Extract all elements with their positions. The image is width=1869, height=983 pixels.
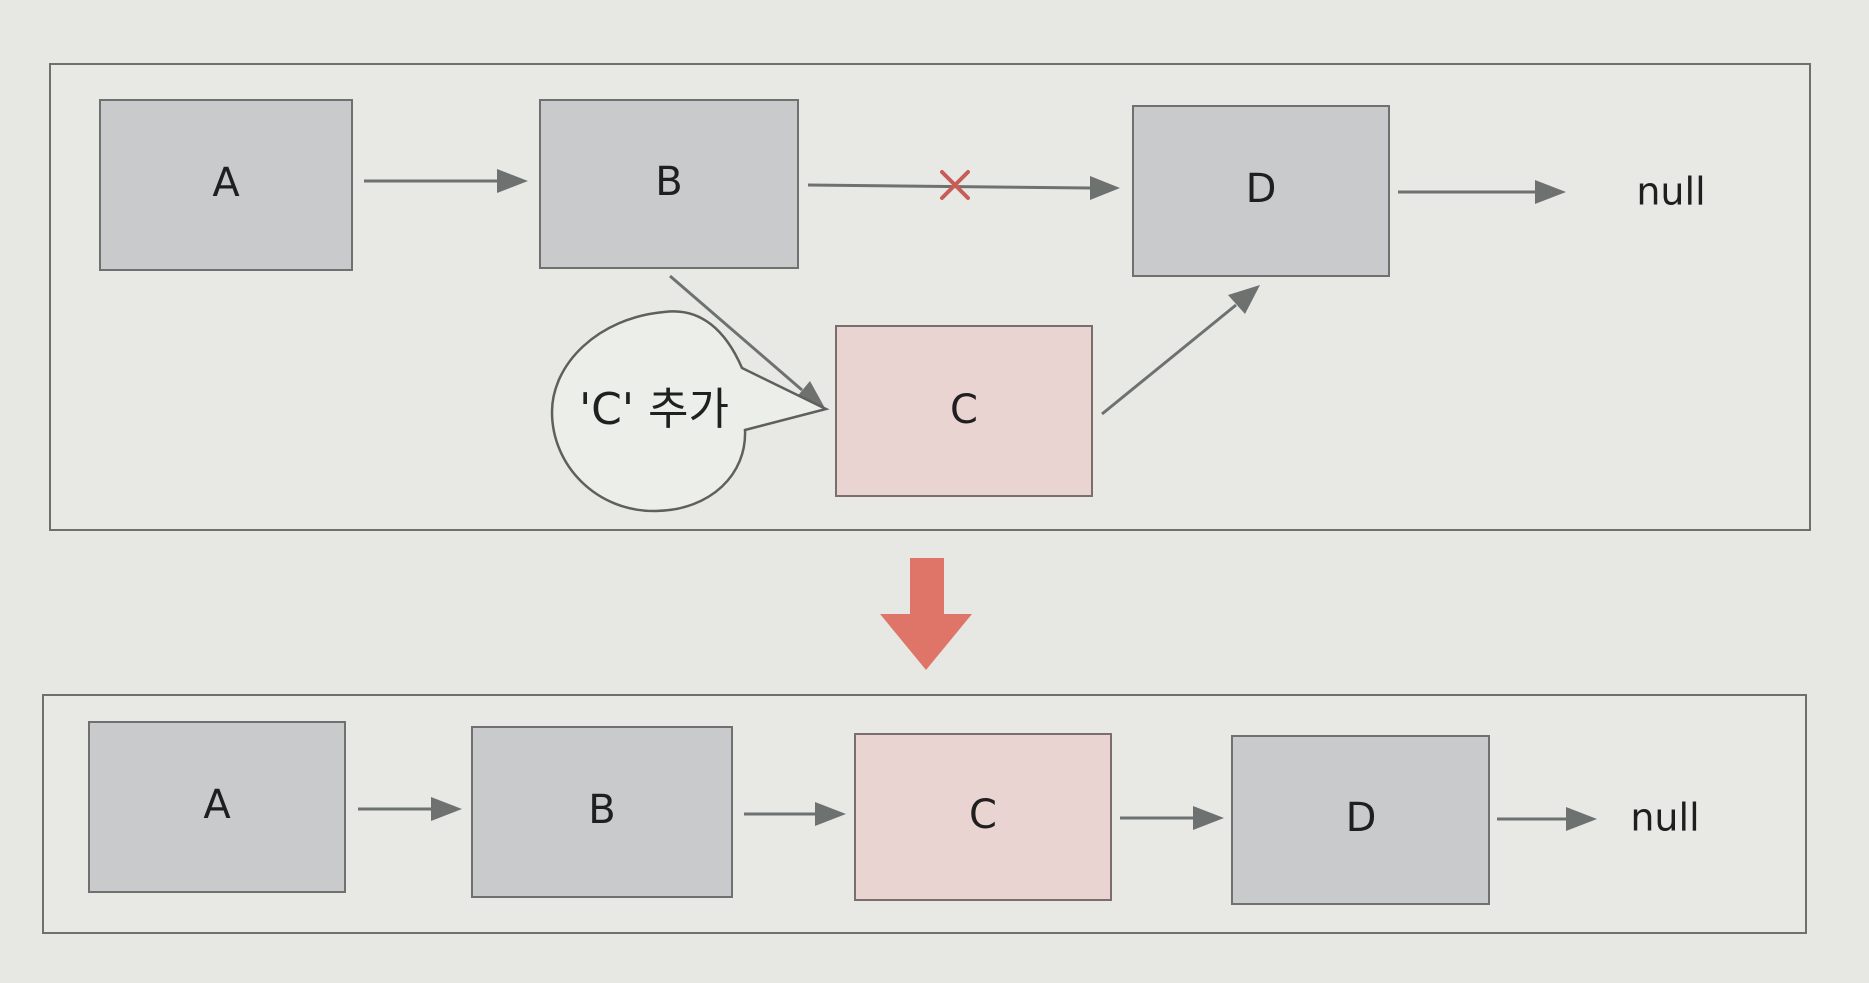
top-node-b-box <box>539 99 799 269</box>
callout-label: 'C' 추가 <box>579 384 729 435</box>
bottom-arrow-b-to-c-head <box>815 802 846 826</box>
bottom-panel: A B C D null <box>42 694 1807 934</box>
top-arrow-c-to-d <box>1101 285 1260 416</box>
top-node-d-box <box>1132 105 1390 277</box>
top-node-b: B <box>539 99 799 269</box>
top-arrow-b-to-c-line <box>669 274 803 392</box>
top-node-a: A <box>99 99 353 271</box>
bottom-node-c-label: C <box>969 792 997 838</box>
top-node-c-label: C <box>950 387 978 433</box>
bottom-node-b: B <box>471 726 733 898</box>
bottom-arrow-c-to-d-head <box>1193 806 1224 830</box>
bottom-arrow-b-to-c <box>744 802 846 826</box>
bottom-node-a-box <box>88 721 346 893</box>
top-arrow-c-to-d-head <box>1228 285 1260 314</box>
top-arrow-b-to-d-head <box>1090 176 1120 200</box>
top-arrow-b-to-c <box>669 274 826 410</box>
top-arrow-a-to-b-head <box>497 169 528 193</box>
top-node-a-box <box>99 99 353 271</box>
downward-transition-arrow <box>880 558 972 670</box>
bottom-arrow-d-to-null-head <box>1566 807 1597 831</box>
top-arrow-c-to-d-line <box>1101 303 1237 416</box>
bottom-node-d-label: D <box>1346 795 1377 841</box>
bottom-node-d: D <box>1231 735 1490 905</box>
top-node-c-box <box>835 325 1093 497</box>
bottom-node-b-label: B <box>588 787 615 833</box>
cross-mark-right-stroke <box>940 170 970 200</box>
top-null-label: null <box>1636 170 1705 214</box>
top-arrow-b-to-d-line <box>807 183 1091 190</box>
bottom-null-label: null <box>1630 796 1699 840</box>
bottom-arrow-c-to-d <box>1120 806 1224 830</box>
top-node-d: D <box>1132 105 1390 277</box>
top-arrow-b-to-d-removed <box>807 170 1120 200</box>
bottom-node-a: A <box>88 721 346 893</box>
bottom-node-c-box <box>854 733 1112 901</box>
callout-bubble <box>550 310 830 513</box>
bottom-arrow-a-to-b <box>358 797 462 821</box>
top-arrow-d-to-null <box>1398 180 1566 204</box>
bottom-arrow-d-to-null <box>1497 807 1597 831</box>
c-added-callout: 'C' 추가 <box>550 310 830 513</box>
bottom-node-b-box <box>471 726 733 898</box>
top-arrow-a-to-b <box>364 169 528 193</box>
top-arrow-b-to-c-head <box>795 381 826 410</box>
bottom-node-c: C <box>854 733 1112 901</box>
bottom-arrow-a-to-b-head <box>431 797 462 821</box>
bottom-node-d-box <box>1231 735 1490 905</box>
top-node-c: C <box>835 325 1093 497</box>
top-node-b-label: B <box>655 159 682 205</box>
transition-arrow <box>880 558 972 670</box>
top-node-a-label: A <box>212 160 240 206</box>
top-panel: A B D C null <box>49 63 1811 531</box>
top-arrow-d-to-null-head <box>1535 180 1566 204</box>
top-node-d-label: D <box>1246 166 1277 212</box>
bottom-node-a-label: A <box>203 782 231 828</box>
